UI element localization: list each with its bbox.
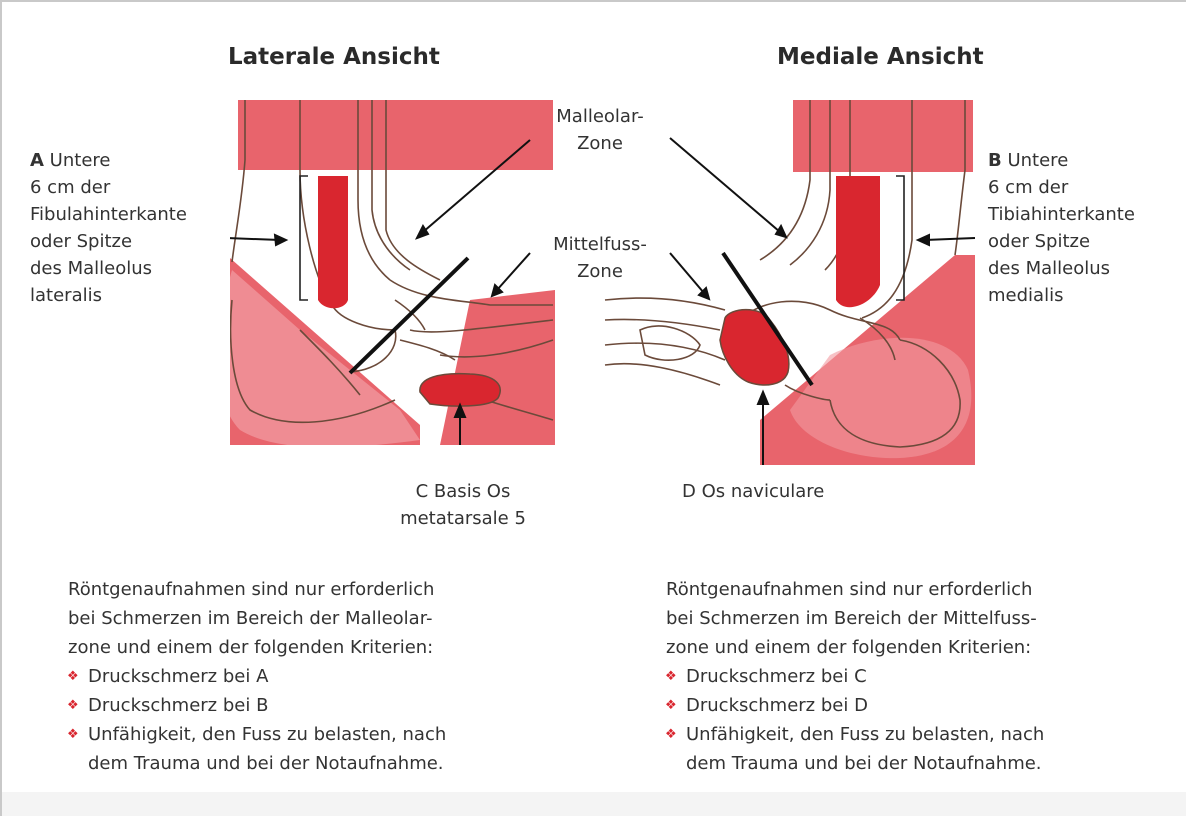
lateral-criteria: Röntgenaufnahmen sind nur erforderlich b… <box>68 575 446 778</box>
criteria-item-text: dem Trauma und bei der Notaufnahme. <box>88 749 446 778</box>
malleolar-zone-line: Zone <box>530 130 670 157</box>
criteria-intro-line: zone und einem der folgenden Kriterien: <box>68 633 446 662</box>
diamond-bullet-icon: ❖ <box>67 662 79 691</box>
criteria-intro-line: zone und einem der folgenden Kriterien: <box>666 633 1044 662</box>
criteria-intro-line: Röntgenaufnahmen sind nur erforderlich <box>68 575 446 604</box>
label-c-line: C Basis Os <box>378 478 548 505</box>
diamond-bullet-icon: ❖ <box>665 662 677 691</box>
label-b-line: 6 cm der <box>988 174 1135 201</box>
criteria-item-text: Unfähigkeit, den Fuss zu belasten, nach <box>88 724 446 745</box>
lateral-foot <box>218 100 555 472</box>
label-a-line: Untere <box>50 150 111 171</box>
label-a-line: oder Spitze <box>30 228 187 255</box>
label-b-line: des Malleolus <box>988 255 1135 282</box>
label-a: A Untere 6 cm der Fibulahinterkante oder… <box>30 147 187 309</box>
label-b-line: Untere <box>1007 150 1068 171</box>
criteria-item-text: Druckschmerz bei A <box>88 666 268 687</box>
criteria-item-text: Druckschmerz bei B <box>88 695 268 716</box>
midfoot-zone-label: Mittelfuss- Zone <box>530 231 670 285</box>
lateral-view-title: Laterale Ansicht <box>228 44 440 70</box>
criteria-intro-line: bei Schmerzen im Bereich der Malleolar- <box>68 604 446 633</box>
label-a-line: lateralis <box>30 282 187 309</box>
label-d: D Os naviculare <box>682 478 824 505</box>
lateral-leg-zone <box>238 100 553 170</box>
label-b-letter: B <box>988 150 1002 171</box>
metatarsal-5-highlight-c <box>420 374 500 406</box>
criteria-item-text: Druckschmerz bei C <box>686 666 867 687</box>
tibia-highlight-b <box>836 176 880 307</box>
medial-view-title: Mediale Ansicht <box>777 44 984 70</box>
label-a-line: des Malleolus <box>30 255 187 282</box>
criteria-item: ❖ Druckschmerz bei B <box>66 691 446 720</box>
label-a-line: Fibulahinterkante <box>30 201 187 228</box>
fibula-highlight-a <box>318 176 348 308</box>
diamond-bullet-icon: ❖ <box>665 720 677 749</box>
midfoot-zone-line: Mittelfuss- <box>530 231 670 258</box>
label-c: C Basis Os metatarsale 5 <box>378 478 548 532</box>
criteria-item: ❖ Druckschmerz bei C <box>664 662 1044 691</box>
criteria-item-text: Unfähigkeit, den Fuss zu belasten, nach <box>686 724 1044 745</box>
medial-criteria: Röntgenaufnahmen sind nur erforderlich b… <box>666 575 1044 778</box>
navicular-highlight-d <box>720 310 789 385</box>
label-a-letter: A <box>30 150 44 171</box>
lateral-forefoot-zone <box>440 290 555 445</box>
label-b-line: oder Spitze <box>988 228 1135 255</box>
label-c-line: metatarsale 5 <box>378 505 548 532</box>
label-b-line: Tibiahinterkante <box>988 201 1135 228</box>
malleolar-zone-label: Malleolar- Zone <box>530 103 670 157</box>
criteria-item-text: dem Trauma und bei der Notaufnahme. <box>686 749 1044 778</box>
criteria-item: ❖ Druckschmerz bei A <box>66 662 446 691</box>
label-b: B Untere 6 cm der Tibiahinterkante oder … <box>988 147 1135 309</box>
diamond-bullet-icon: ❖ <box>665 691 677 720</box>
label-b-line: medialis <box>988 282 1135 309</box>
criteria-intro-line: Röntgenaufnahmen sind nur erforderlich <box>666 575 1044 604</box>
midfoot-zone-line: Zone <box>530 258 670 285</box>
malleolar-zone-line: Malleolar- <box>530 103 670 130</box>
diamond-bullet-icon: ❖ <box>67 720 79 749</box>
criteria-item-text: Druckschmerz bei D <box>686 695 868 716</box>
criteria-item: ❖ Druckschmerz bei D <box>664 691 1044 720</box>
criteria-item: ❖ Unfähigkeit, den Fuss zu belasten, nach… <box>66 720 446 778</box>
label-a-line: 6 cm der <box>30 174 187 201</box>
criteria-intro-line: bei Schmerzen im Bereich der Mittelfuss- <box>666 604 1044 633</box>
diamond-bullet-icon: ❖ <box>67 691 79 720</box>
criteria-item: ❖ Unfähigkeit, den Fuss zu belasten, nach… <box>664 720 1044 778</box>
medial-leg-zone <box>793 100 973 172</box>
